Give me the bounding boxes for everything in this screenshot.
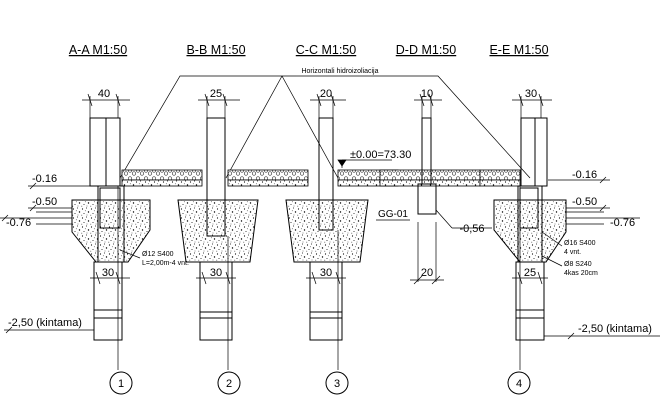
level-bottom-right-text: -2,50 (kintama): [578, 323, 652, 335]
rebar-note-left-2: L=2,00m-4 vnt.: [142, 260, 189, 267]
zero-level-marker: [337, 159, 392, 168]
axis-bubble-3: [325, 371, 349, 395]
dim-col-e-text: 25: [524, 267, 536, 279]
dim-top-c-text: 20: [320, 88, 332, 100]
axis-lines: [117, 186, 521, 370]
section-a-foundation: [71, 117, 151, 341]
dim-col-c-text: 30: [320, 267, 332, 279]
section-title-d: D-D M1:50: [396, 43, 456, 57]
section-title-b: B-B M1:50: [186, 43, 245, 57]
rebar-right-leaders: [541, 231, 563, 267]
level-bottom-left: [4, 326, 94, 334]
level-left-2: [28, 204, 72, 212]
level-left-3-text: -0.76: [6, 217, 31, 229]
rebar-left-leader: [119, 249, 141, 259]
dim-top-b: [198, 93, 240, 118]
axis-label-3: 3: [334, 378, 340, 390]
floor-layers: [121, 169, 521, 187]
rebar-note-right-2: 4 vnt.: [564, 249, 581, 256]
level-bottom-right: [544, 332, 660, 340]
level-right-1: [548, 176, 610, 184]
dim-top-a-text: 40: [98, 88, 110, 100]
axis-bubble-1: [109, 371, 133, 395]
d-level-label: -0,56: [459, 223, 484, 235]
waterproofing-label: Horizontali hidroizoliacija: [301, 68, 378, 75]
section-title-e: E-E M1:50: [489, 43, 548, 57]
level-right-3-text: -0.76: [610, 217, 635, 229]
rebar-note-right-1: Ø16 S400: [564, 240, 596, 247]
level-left-1-text: -0.16: [32, 173, 57, 185]
dim-top-c: [310, 93, 346, 118]
waterproofing-leaders: [119, 75, 531, 179]
axis-bubble-4: [507, 371, 531, 395]
level-left-1: [28, 182, 96, 190]
dim-top-e-text: 30: [525, 88, 537, 100]
dim-top-e: [512, 93, 552, 118]
dim-top-b-text: 25: [210, 88, 222, 100]
level-right-1-text: -0.16: [572, 169, 597, 181]
level-left-3: [0, 211, 72, 225]
dim-col-b-text: 30: [210, 267, 222, 279]
level-right-2-text: -0.50: [572, 196, 597, 208]
section-e-foundation: [493, 117, 567, 341]
section-b-foundation: [177, 117, 259, 341]
section-title-c: C-C M1:50: [296, 43, 356, 57]
zero-level-label: ±0.00=73.30: [350, 149, 411, 161]
section-title-a: A-A M1:50: [69, 43, 127, 57]
section-d-foundation: [410, 117, 453, 285]
dim-top-d: [414, 93, 442, 118]
section-c-foundation: [285, 117, 369, 341]
axis-bubble-2: [217, 371, 241, 395]
rebar-note-right-3: Ø8 S240: [564, 261, 592, 268]
dim-col-a-text: 30: [102, 267, 114, 279]
axis-label-1: 1: [118, 378, 124, 390]
level-left-2-text: -0.50: [32, 196, 57, 208]
beam-label: GG-01: [378, 209, 408, 220]
rebar-note-left-1: Ø12 S400: [142, 251, 174, 258]
level-right-2: [566, 204, 610, 212]
level-bottom-left-text: -2,50 (kintama): [8, 317, 82, 329]
dim-col-d-text: 20: [421, 267, 433, 279]
axis-label-4: 4: [516, 378, 522, 390]
rebar-note-right-4: 4kas 20cm: [564, 270, 598, 277]
dim-top-d-text: 10: [421, 88, 433, 100]
axis-label-2: 2: [226, 378, 232, 390]
dim-top-a: [82, 93, 130, 118]
level-right-3: [566, 211, 640, 225]
